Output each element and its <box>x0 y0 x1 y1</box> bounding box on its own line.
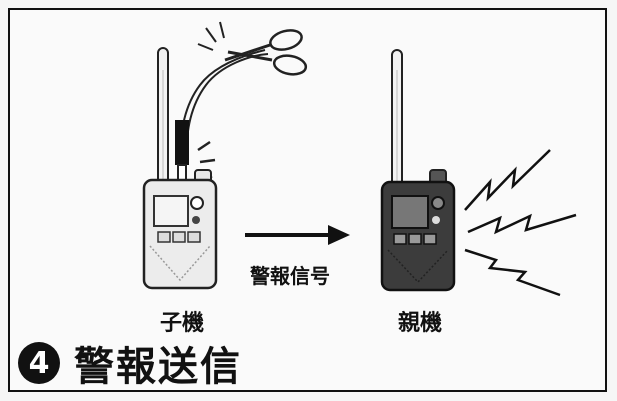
scissors-icon <box>197 21 308 76</box>
illustration-panel: 子機 親機 警報信号 <box>8 8 607 392</box>
arrow-right-icon <box>245 225 350 245</box>
child-unit <box>142 169 218 290</box>
section-heading: 4 警報送信 <box>18 334 242 392</box>
lightning-bolt-icon <box>464 149 577 297</box>
probe-cable <box>175 49 269 188</box>
illustration-svg <box>142 21 577 297</box>
alarm-signal-label: 警報信号 <box>250 264 330 288</box>
child-antenna <box>157 47 169 189</box>
step-number-badge: 4 <box>18 342 60 384</box>
child-unit-label: 子機 <box>160 311 205 336</box>
section-title: 警報送信 <box>74 344 242 390</box>
parent-unit-label: 親機 <box>398 311 443 336</box>
parent-antenna <box>391 49 403 191</box>
parent-unit <box>380 169 456 292</box>
